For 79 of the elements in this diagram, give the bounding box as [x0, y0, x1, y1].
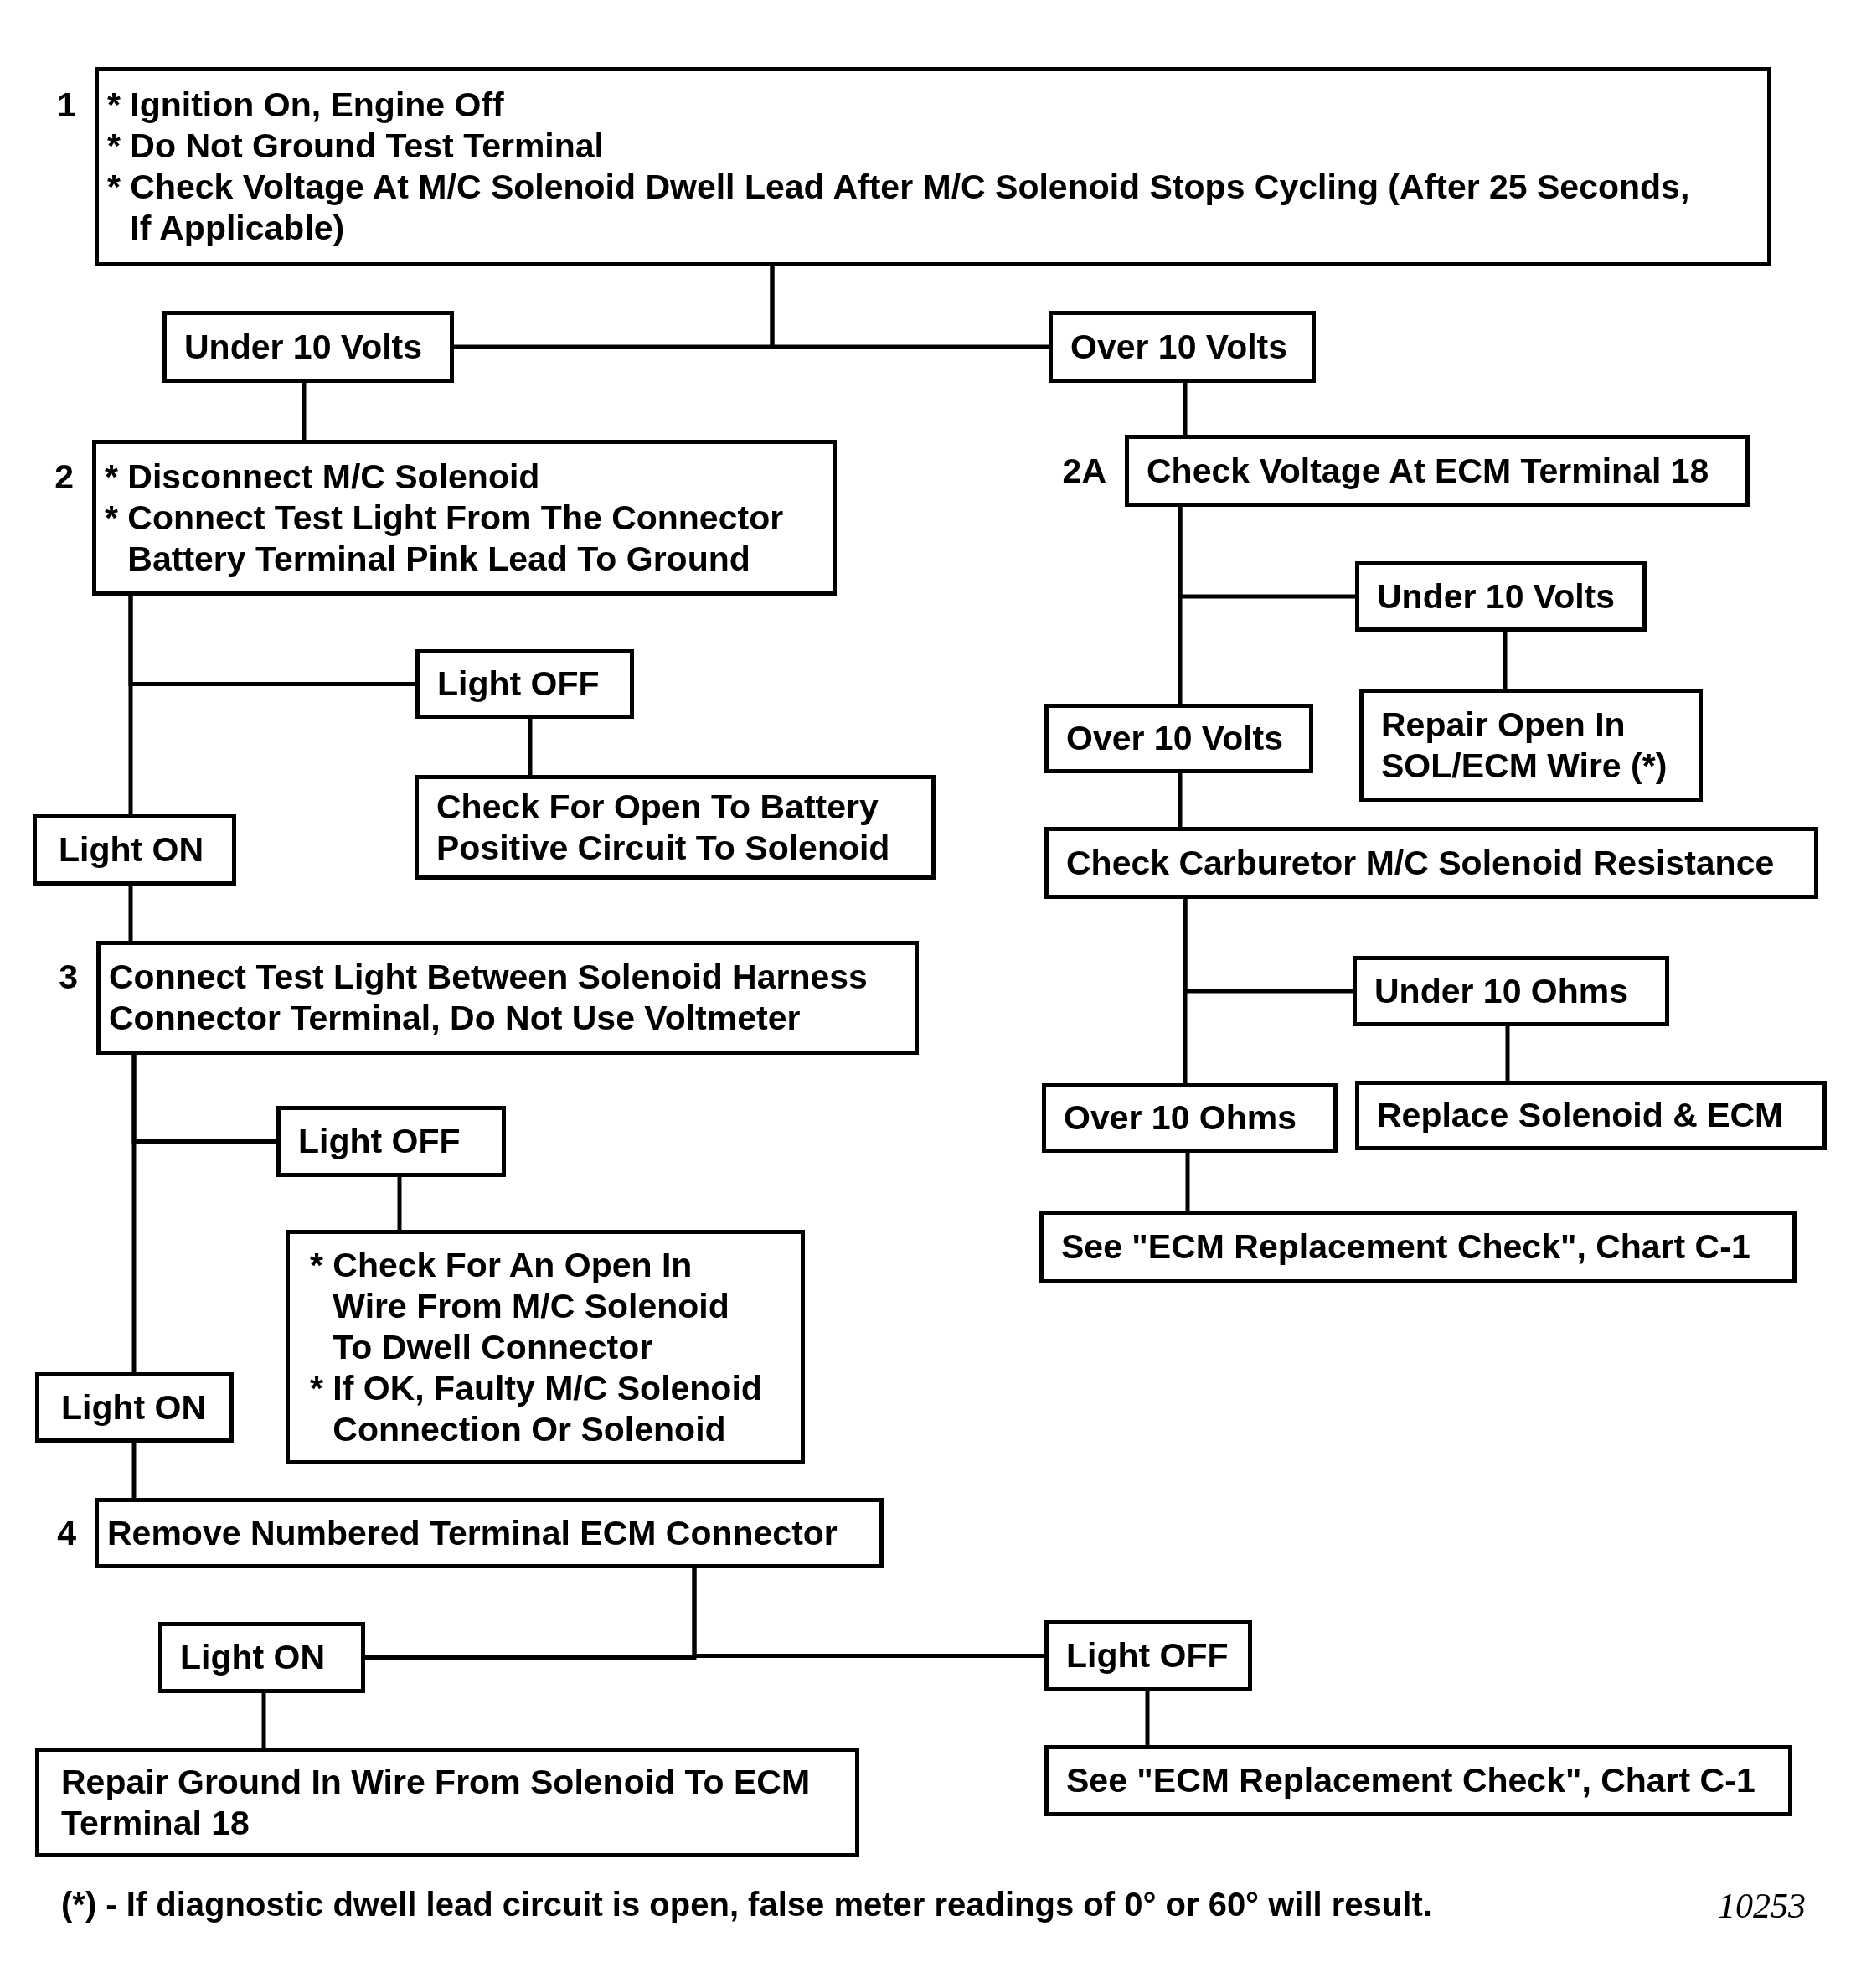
instruction-box — [96, 941, 919, 1055]
connector-line — [128, 596, 133, 814]
condition-box — [1049, 311, 1316, 383]
instruction-box — [92, 440, 837, 596]
condition-label: Over 10 Ohms — [1064, 1097, 1298, 1139]
condition-box — [1044, 1620, 1252, 1691]
instruction-text: * Connect Test Light From The Connector Battery Terminal Pink Lead To Ground — [105, 497, 785, 580]
connector-line — [1178, 507, 1183, 704]
connector-line — [397, 1177, 402, 1230]
instruction-text: Remove Numbered Terminal ECM Connector — [107, 1512, 838, 1554]
condition-box — [276, 1106, 506, 1177]
connector-line — [131, 1443, 137, 1498]
condition-label: Over 10 Volts — [1070, 326, 1289, 368]
footnote: (*) - If diagnostic dwell lead circuit is open, false meter readings of 0° or 60° will result. — [61, 1885, 1432, 1924]
instruction-text: * Ignition On, Engine Off — [107, 85, 505, 126]
step-number: 1 — [57, 85, 76, 126]
connector-line — [528, 719, 533, 775]
instruction-text: Check For Open To Battery Positive Circuit To Solenoid — [436, 786, 891, 869]
instruction-box — [35, 1748, 859, 1857]
connector-line — [1183, 899, 1188, 1083]
condition-box — [1353, 956, 1669, 1026]
connector-line — [261, 1693, 266, 1748]
condition-label: Light ON — [59, 829, 205, 870]
instruction-text: * Disconnect M/C Solenoid — [105, 456, 541, 498]
instruction-text: * Check For An Open In Wire From M/C Solenoid To Dwell Connector — [310, 1244, 730, 1368]
instruction-text: Repair Ground In Wire From Solenoid To ECM Terminal 18 — [61, 1761, 812, 1844]
connector-line — [1505, 1026, 1510, 1081]
figure-number: 10253 — [1718, 1886, 1806, 1926]
instruction-text: See "ECM Replacement Check", Chart C-1 — [1066, 1760, 1756, 1801]
condition-label: Light OFF — [298, 1121, 461, 1162]
connector-line — [1145, 1691, 1150, 1745]
connector-line — [131, 1055, 137, 1372]
condition-box — [1355, 561, 1647, 632]
step-number: 3 — [59, 957, 78, 998]
instruction-box — [95, 67, 1771, 266]
instruction-box — [415, 775, 936, 880]
condition-box — [158, 1622, 365, 1693]
instruction-box — [1039, 1211, 1797, 1283]
connector-line — [1178, 773, 1183, 827]
instruction-text: * Check Voltage At M/C Solenoid Dwell Lead After M/C Solenoid Stops Cycling (After 25 Seconds, If Applicable) — [107, 167, 1691, 249]
instruction-text: Repair Open In SOL/ECM Wire (*) — [1381, 704, 1668, 787]
instruction-text: Replace Solenoid & ECM — [1377, 1095, 1785, 1136]
instruction-text: Check Voltage At ECM Terminal 18 — [1147, 450, 1710, 492]
instruction-box — [1125, 435, 1750, 507]
condition-box — [33, 814, 236, 886]
step-number: 2A — [1062, 450, 1106, 492]
connector-line — [770, 266, 1049, 349]
instruction-box — [1044, 1745, 1792, 1816]
condition-box — [415, 649, 634, 719]
instruction-box — [1355, 1081, 1827, 1150]
condition-label: Light OFF — [437, 664, 601, 705]
condition-box — [35, 1372, 234, 1443]
step-number: 2 — [54, 456, 74, 498]
connector-line — [128, 886, 133, 941]
instruction-box — [1044, 827, 1818, 899]
condition-label: Light OFF — [1066, 1635, 1229, 1676]
step-number: 4 — [57, 1512, 76, 1554]
instruction-box — [95, 1498, 884, 1568]
connector-line — [1185, 1153, 1190, 1211]
condition-box — [1042, 1083, 1338, 1153]
condition-box — [162, 311, 454, 383]
instruction-box — [286, 1230, 805, 1464]
condition-label: Over 10 Volts — [1066, 718, 1285, 759]
connector-line — [692, 1568, 1044, 1658]
condition-label: Under 10 Volts — [184, 326, 424, 368]
condition-label: Light ON — [61, 1386, 208, 1428]
instruction-text: * Do Not Ground Test Terminal — [107, 126, 605, 167]
connector-line — [1183, 383, 1188, 435]
connector-line — [1503, 632, 1508, 689]
condition-box — [1044, 704, 1313, 773]
instruction-text: See "ECM Replacement Check", Chart C-1 — [1061, 1226, 1751, 1268]
instruction-text: * If OK, Faulty M/C Solenoid Connection Or Solenoid — [310, 1367, 763, 1450]
instruction-text: Check Carburetor M/C Solenoid Resistance — [1066, 842, 1776, 884]
condition-label: Under 10 Ohms — [1374, 970, 1630, 1012]
connector-line — [302, 383, 307, 440]
instruction-box — [1359, 689, 1703, 802]
condition-label: Light ON — [180, 1637, 327, 1678]
instruction-text: Connect Test Light Between Solenoid Harness Connector Terminal, Do Not Use Voltmeter — [109, 957, 869, 1039]
condition-label: Under 10 Volts — [1377, 576, 1616, 617]
